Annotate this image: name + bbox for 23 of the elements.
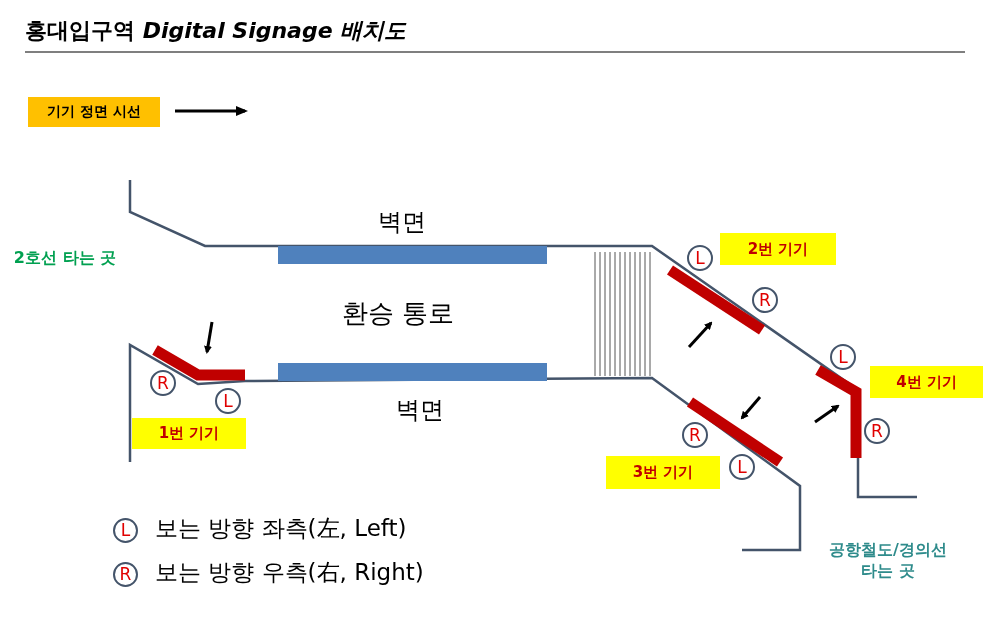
station-label: 공항철도/경의선 타는 곳: [828, 540, 948, 582]
direction-marker: L: [729, 454, 755, 480]
direction-marker: R: [113, 562, 138, 587]
legend-label: 기기 정면 시선: [28, 97, 160, 127]
area-label: 환승 통로: [340, 297, 456, 330]
device-label: 4번 기기: [870, 366, 983, 398]
device-label: 3번 기기: [606, 456, 720, 489]
direction-marker: R: [752, 287, 778, 313]
station-label: 2호선 타는 곳: [12, 248, 118, 269]
legend-text: 보는 방향 좌측(左, Left): [155, 514, 407, 543]
device-label: 2번 기기: [720, 233, 836, 265]
area-label: 벽면: [395, 395, 445, 426]
area-label: 벽면: [377, 207, 427, 238]
legend-text: 보는 방향 우측(右, Right): [155, 558, 424, 587]
direction-marker: L: [687, 245, 713, 271]
direction-marker: R: [864, 418, 890, 444]
direction-marker: R: [150, 370, 176, 396]
title: 홍대입구역 Digital Signage 배치도: [25, 17, 407, 45]
direction-marker: L: [830, 344, 856, 370]
device-label: 1번 기기: [132, 418, 246, 449]
direction-marker: L: [215, 388, 241, 414]
direction-marker: L: [113, 518, 138, 543]
direction-marker: R: [682, 422, 708, 448]
